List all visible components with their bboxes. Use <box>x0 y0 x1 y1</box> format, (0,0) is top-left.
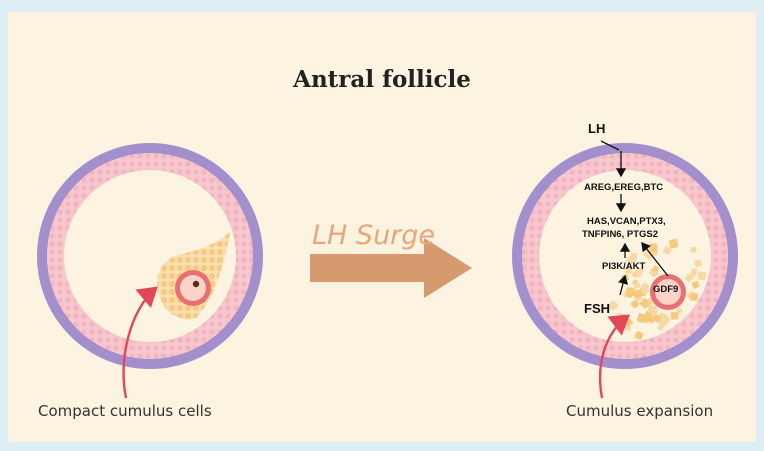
left-oocyte <box>180 275 206 301</box>
left-caption: Compact cumulus cells <box>38 402 212 420</box>
cumulus-cell <box>634 289 642 297</box>
fsh-label: FSH <box>584 301 610 316</box>
cumulus-cell <box>690 293 698 301</box>
left-follicle <box>37 143 263 398</box>
pi3k-akt-label: PI3K/AKT <box>602 261 645 272</box>
left-oocyte-nucleus <box>193 281 199 287</box>
target-genes-label-line1: HAS,VCAN,PTX3, <box>587 216 666 227</box>
cumulus-cell <box>690 247 696 253</box>
cumulus-cell <box>659 320 666 327</box>
lh-surge-label: LH Surge <box>312 220 435 251</box>
target-genes-label-line2: TNFPIN6, PTGS2 <box>582 229 658 240</box>
lh-label: LH <box>588 121 605 136</box>
diagram-title: Antral follicle <box>0 66 764 93</box>
cumulus-cell <box>697 271 706 280</box>
cumulus-cell <box>649 244 657 252</box>
cumulus-cell <box>671 312 679 320</box>
gdf9-label: GDF9 <box>653 284 678 295</box>
egf-like-factors-label: AREG,EREG,BTC <box>584 182 663 193</box>
cumulus-cell <box>627 292 633 298</box>
right-caption: Cumulus expansion <box>566 402 713 420</box>
cumulus-cell <box>691 268 697 274</box>
